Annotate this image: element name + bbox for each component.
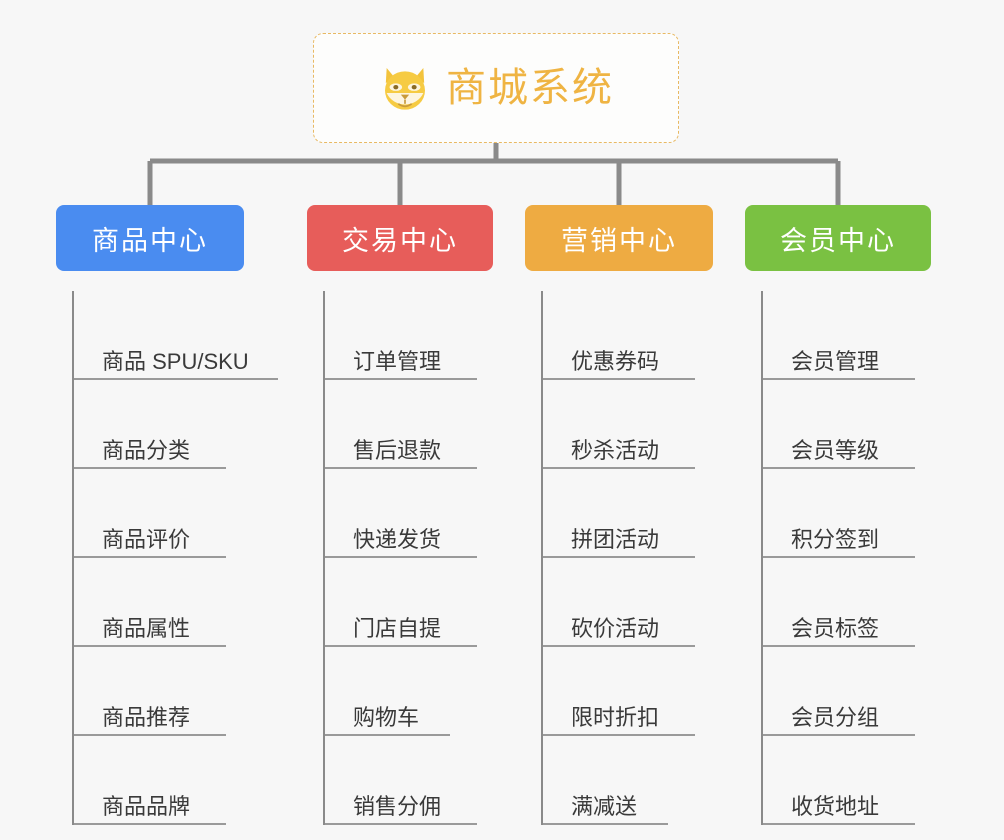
leaf-underline xyxy=(543,734,695,736)
leaf-underline xyxy=(763,734,915,736)
list-item[interactable]: 满减送 xyxy=(543,736,713,825)
leaf-label: 商品分类 xyxy=(102,437,191,463)
leaf-label: 商品评价 xyxy=(102,526,191,552)
branch-header-label: 会员中心 xyxy=(780,225,896,256)
list-item[interactable]: 购物车 xyxy=(325,647,493,736)
leaf-label: 会员等级 xyxy=(791,437,880,463)
leaf-label: 商品品牌 xyxy=(102,793,191,819)
list-item[interactable]: 门店自提 xyxy=(325,558,493,647)
list-item[interactable]: 秒杀活动 xyxy=(543,380,713,469)
branch-header-marketing[interactable]: 营销中心 xyxy=(525,205,713,271)
branch-header-product[interactable]: 商品中心 xyxy=(56,205,244,271)
leaf-label: 快递发货 xyxy=(353,526,442,552)
leaf-label: 优惠券码 xyxy=(571,348,660,374)
leaf-label: 商品属性 xyxy=(102,615,191,641)
leaf-underline xyxy=(325,645,477,647)
list-item[interactable]: 会员等级 xyxy=(763,380,931,469)
leaf-label: 砍价活动 xyxy=(571,615,660,641)
list-item[interactable]: 售后退款 xyxy=(325,380,493,469)
leaf-underline xyxy=(74,645,226,647)
branch-leaf-list-member: 会员管理 会员等级 积分签到 会员标签 会员分组 收货地址 xyxy=(761,291,931,825)
leaf-underline xyxy=(763,556,915,558)
branch-column-trade: 交易中心 订单管理 售后退款 快递发货 门店自提 购物车 xyxy=(307,205,493,825)
leaf-underline xyxy=(74,378,278,380)
leaf-label: 秒杀活动 xyxy=(571,437,660,463)
leaf-underline xyxy=(543,467,695,469)
leaf-underline xyxy=(763,645,915,647)
leaf-underline xyxy=(325,734,450,736)
leaf-label: 售后退款 xyxy=(353,437,442,463)
leaf-label: 商品推荐 xyxy=(102,704,191,730)
connector-group xyxy=(147,143,841,206)
leaf-label: 商品 SPU/SKU xyxy=(102,348,249,374)
branch-header-label: 商品中心 xyxy=(92,225,208,256)
branch-leaf-list-trade: 订单管理 售后退款 快递发货 门店自提 购物车 销售分佣 xyxy=(323,291,493,825)
list-item[interactable]: 快递发货 xyxy=(325,469,493,558)
list-item[interactable]: 商品推荐 xyxy=(74,647,244,736)
list-item[interactable]: 商品评价 xyxy=(74,469,244,558)
list-item[interactable]: 会员标签 xyxy=(763,558,931,647)
list-item[interactable]: 拼团活动 xyxy=(543,469,713,558)
branch-column-marketing: 营销中心 优惠券码 秒杀活动 拼团活动 砍价活动 限时折扣 xyxy=(525,205,713,825)
list-item[interactable]: 商品属性 xyxy=(74,558,244,647)
leaf-label: 收货地址 xyxy=(791,793,880,819)
leaf-label: 积分签到 xyxy=(791,526,880,552)
leaf-underline xyxy=(763,378,915,380)
leaf-label: 购物车 xyxy=(353,704,420,730)
list-item[interactable]: 砍价活动 xyxy=(543,558,713,647)
list-item[interactable]: 商品分类 xyxy=(74,380,244,469)
branch-leaf-list-product: 商品 SPU/SKU 商品分类 商品评价 商品属性 商品推荐 商品品牌 xyxy=(72,291,278,825)
leaf-underline xyxy=(543,556,695,558)
list-item[interactable]: 商品品牌 xyxy=(74,736,244,825)
leaf-label: 满减送 xyxy=(571,793,638,819)
list-item[interactable]: 会员管理 xyxy=(763,291,931,380)
branch-header-label: 营销中心 xyxy=(561,225,677,256)
branch-leaf-list-marketing: 优惠券码 秒杀活动 拼团活动 砍价活动 限时折扣 满减送 xyxy=(541,291,713,825)
leaf-label: 拼团活动 xyxy=(571,526,660,552)
list-item[interactable]: 销售分佣 xyxy=(325,736,493,825)
leaf-underline xyxy=(74,823,226,825)
branch-header-label: 交易中心 xyxy=(342,225,458,256)
leaf-label: 会员分组 xyxy=(791,704,880,730)
shiba-dog-face-icon xyxy=(385,68,425,110)
list-item[interactable]: 收货地址 xyxy=(763,736,931,825)
list-item[interactable]: 会员分组 xyxy=(763,647,931,736)
leaf-label: 门店自提 xyxy=(353,615,442,641)
leaf-label: 会员管理 xyxy=(791,348,880,374)
leaf-label: 销售分佣 xyxy=(353,793,442,819)
leaf-label: 限时折扣 xyxy=(571,704,660,730)
leaf-label: 会员标签 xyxy=(791,615,880,641)
leaf-underline xyxy=(74,556,226,558)
leaf-underline xyxy=(325,556,477,558)
list-item[interactable]: 限时折扣 xyxy=(543,647,713,736)
leaf-underline xyxy=(325,378,477,380)
leaf-underline xyxy=(325,823,477,825)
list-item[interactable]: 订单管理 xyxy=(325,291,493,380)
leaf-underline xyxy=(543,823,668,825)
list-item[interactable]: 积分签到 xyxy=(763,469,931,558)
branch-header-trade[interactable]: 交易中心 xyxy=(307,205,493,271)
branch-column-product: 商品中心 商品 SPU/SKU 商品分类 商品评价 商品属性 商品推荐 xyxy=(56,205,278,825)
leaf-label: 订单管理 xyxy=(353,348,442,374)
branch-column-member: 会员中心 会员管理 会员等级 积分签到 会员标签 会员分组 xyxy=(745,205,931,825)
list-item[interactable]: 优惠券码 xyxy=(543,291,713,380)
root-title: 商城系统 xyxy=(446,66,614,110)
leaf-underline xyxy=(325,467,477,469)
leaf-underline xyxy=(543,645,695,647)
branch-header-member[interactable]: 会员中心 xyxy=(745,205,931,271)
leaf-underline xyxy=(74,734,226,736)
leaf-underline xyxy=(543,378,695,380)
leaf-underline xyxy=(763,467,915,469)
list-item[interactable]: 商品 SPU/SKU xyxy=(74,291,278,380)
leaf-underline xyxy=(763,823,915,825)
root-node[interactable]: 商城系统 xyxy=(313,33,679,143)
leaf-underline xyxy=(74,467,226,469)
